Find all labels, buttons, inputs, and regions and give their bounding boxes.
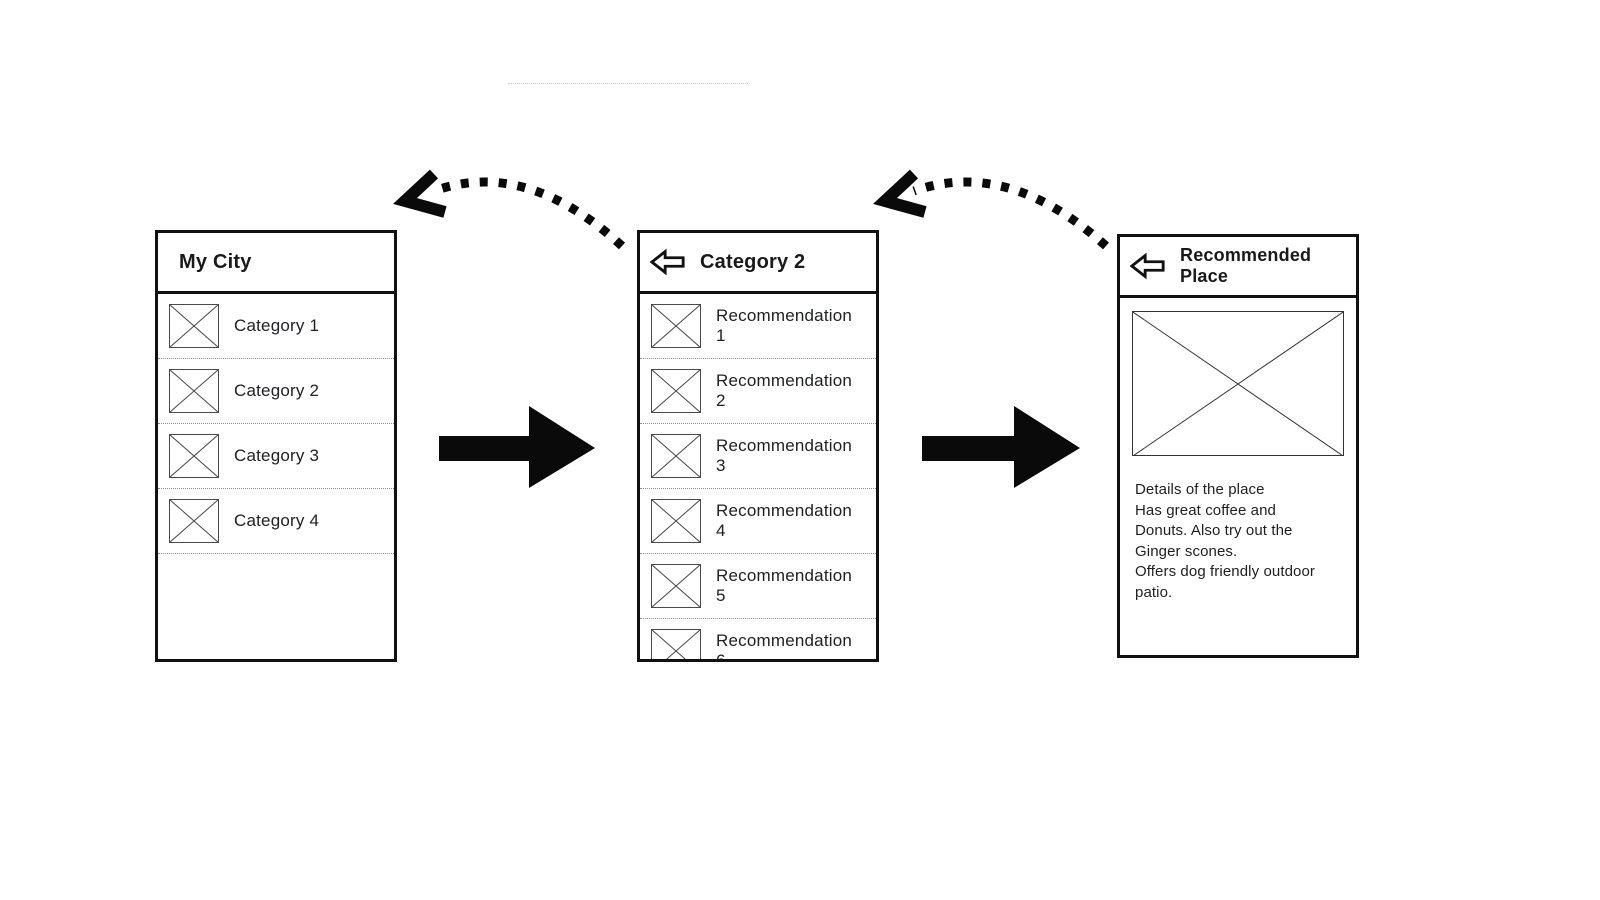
recommendation-list: Recommendation 1 Recommendation 2 Recomm…	[640, 294, 876, 662]
doc-dotted-placeholder-line	[508, 83, 748, 84]
screen-header: My City	[158, 233, 394, 294]
dotted-back-arc	[432, 177, 626, 250]
category-list: Category 1 Category 2 Category 3 Categor…	[158, 294, 394, 554]
list-item-category-4[interactable]: Category 4	[158, 489, 394, 554]
list-item-label: Recommendation 6	[716, 631, 853, 662]
place-details-text: Details of the place Has great coffee an…	[1135, 481, 1316, 601]
back-arrowhead-icon	[873, 169, 927, 218]
image-placeholder-icon	[169, 304, 219, 348]
list-item-label: Category 1	[234, 316, 320, 335]
list-item-category-1[interactable]: Category 1	[158, 294, 394, 359]
back-arrow-icon[interactable]	[1130, 252, 1166, 280]
image-placeholder-icon	[169, 369, 219, 413]
list-item-recommendation-5[interactable]: Recommendation 5	[640, 554, 876, 619]
image-placeholder-icon	[651, 629, 701, 659]
image-placeholder-icon	[169, 434, 219, 478]
list-item-label: Recommendation 2	[716, 371, 853, 410]
list-item-recommendation-2[interactable]: Recommendation 2	[640, 359, 876, 424]
screen-category-2: Category 2 Recommendation 1 Recommendati…	[637, 230, 879, 662]
list-item-recommendation-1[interactable]: Recommendation 1	[640, 294, 876, 359]
screen-recommended-place: Recommended Place Details of the place H…	[1117, 234, 1359, 658]
image-placeholder-icon	[169, 499, 219, 543]
list-item-label: Recommendation 3	[716, 436, 853, 475]
image-placeholder-icon	[651, 304, 701, 348]
list-item-label: Category 4	[234, 511, 320, 530]
screen-my-city: My City Category 1 Category 2 Category 3…	[155, 230, 397, 662]
image-placeholder-icon	[651, 434, 701, 478]
image-placeholder-icon	[651, 564, 701, 608]
screen-header: Recommended Place	[1120, 237, 1356, 298]
dotted-back-arc	[912, 177, 1110, 250]
list-item-label: Recommendation 4	[716, 501, 853, 540]
image-placeholder-icon	[651, 369, 701, 413]
page-title: Recommended Place	[1180, 245, 1312, 286]
list-item-recommendation-6[interactable]: Recommendation 6	[640, 619, 876, 662]
list-item-label: Category 2	[234, 381, 320, 400]
forward-arrow-icon	[439, 406, 595, 488]
list-item-label: Category 3	[234, 446, 320, 465]
list-item-category-3[interactable]: Category 3	[158, 424, 394, 489]
back-arrow-icon[interactable]	[650, 248, 686, 276]
page-title: My City	[179, 251, 252, 273]
page-title: Category 2	[700, 251, 806, 273]
screen-header: Category 2	[640, 233, 876, 294]
list-item-recommendation-3[interactable]: Recommendation 3	[640, 424, 876, 489]
forward-arrow-icon	[922, 406, 1080, 488]
image-placeholder	[1132, 311, 1344, 456]
list-item-label: Recommendation 5	[716, 566, 853, 605]
image-placeholder-icon	[651, 499, 701, 543]
list-item-label: Recommendation 1	[716, 306, 853, 345]
list-item-recommendation-4[interactable]: Recommendation 4	[640, 489, 876, 554]
back-arrowhead-icon	[393, 169, 447, 218]
list-item-category-2[interactable]: Category 2	[158, 359, 394, 424]
